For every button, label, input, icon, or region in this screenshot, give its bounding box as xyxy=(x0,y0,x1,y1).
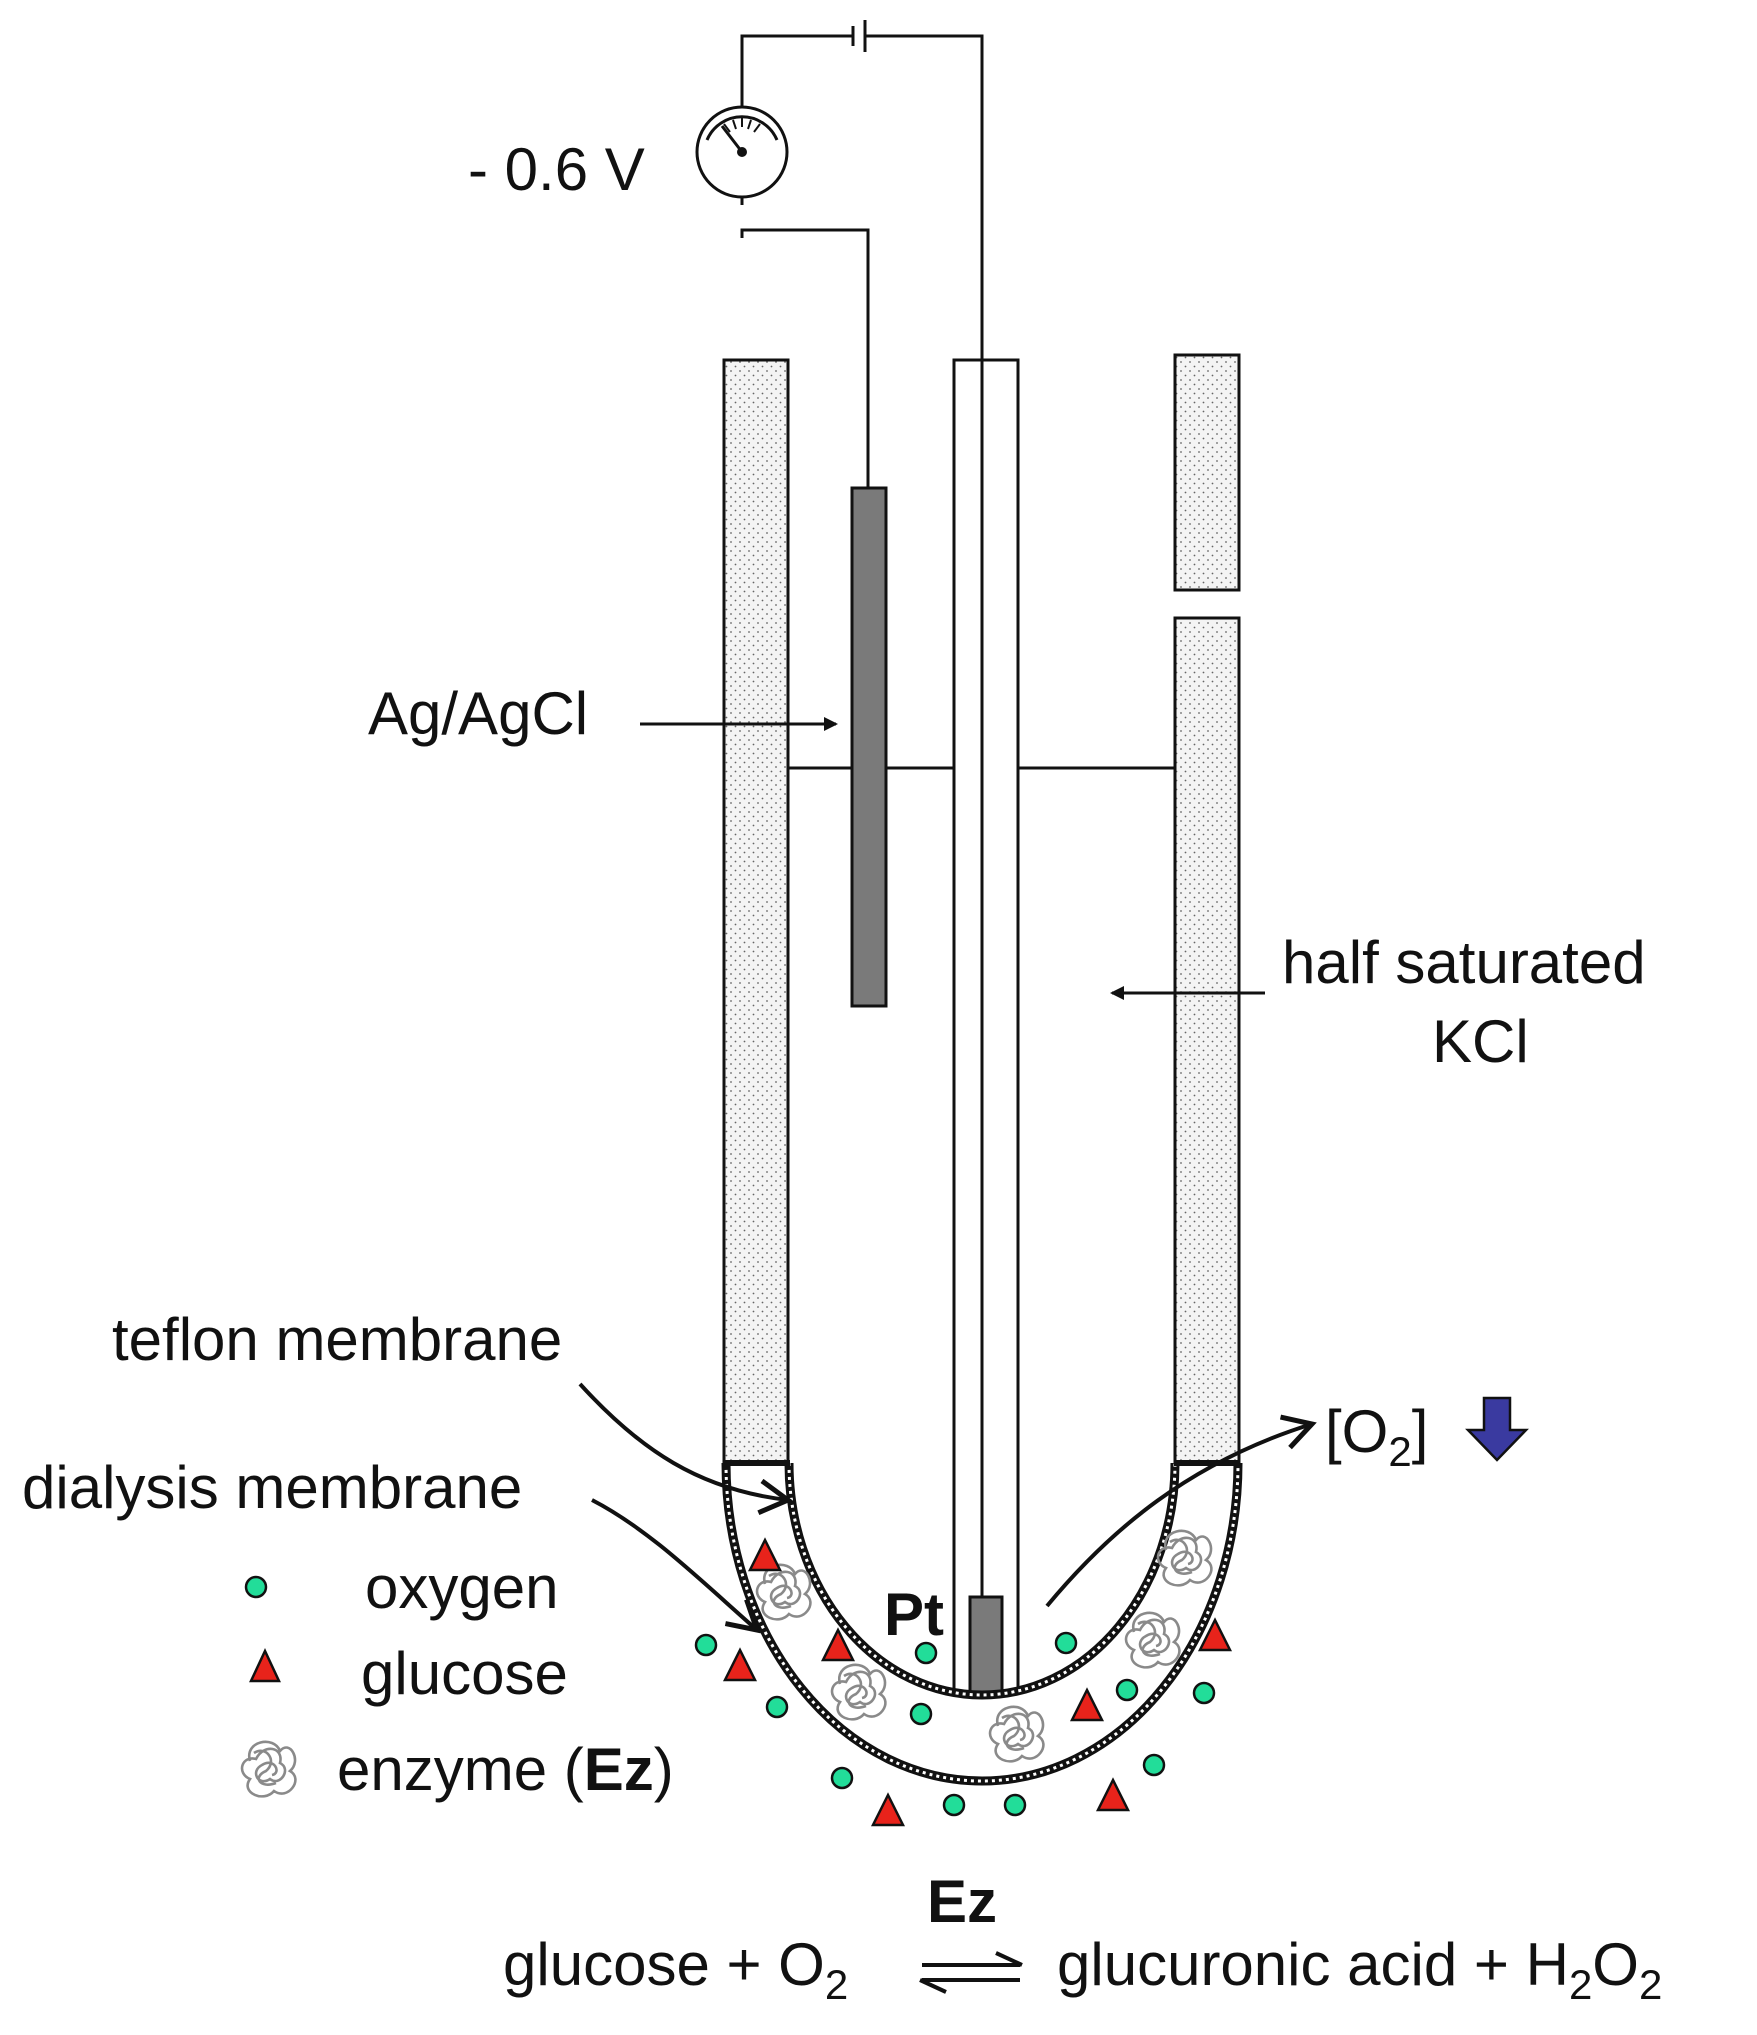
dialysis-membrane-pointer xyxy=(591,1498,761,1634)
reaction-catalyst-label: Ez xyxy=(927,1868,997,1935)
outer-tube-right-wall-lower xyxy=(1173,616,1241,1465)
equilibrium-arrows-icon xyxy=(919,1951,1023,1994)
teflon-membrane-label: teflon membrane xyxy=(112,1306,562,1373)
glucose-molecules xyxy=(722,1537,1233,1827)
voltage-label: - 0.6 V xyxy=(468,136,645,203)
reference-electrode-label: Ag/AgCl xyxy=(368,680,588,747)
reaction-left-side: glucose + O2 xyxy=(503,1931,848,2008)
legend-glucose-swatch xyxy=(249,1648,281,1683)
down-arrow-icon xyxy=(1465,1396,1529,1462)
working-electrode-label: Pt xyxy=(884,1581,944,1648)
oxygen-diffusion-arrow xyxy=(1045,1414,1317,1608)
voltmeter-icon xyxy=(695,105,789,199)
legend-oxygen-swatch xyxy=(244,1575,268,1599)
outer-tube-left-wall xyxy=(722,358,790,1465)
legend-glucose-label: glucose xyxy=(361,1640,568,1707)
electrolyte-label-line2: KCl xyxy=(1432,1008,1529,1075)
pt-working-electrode xyxy=(968,1595,1004,1697)
legend-enzyme-swatch xyxy=(240,1740,297,1798)
electrolyte-label-line1: half saturated xyxy=(1282,929,1646,996)
enzyme-layer xyxy=(726,1463,1238,1781)
reaction-right-side: glucuronic acid + H2O2 xyxy=(1057,1931,1662,2008)
battery-symbol xyxy=(851,20,867,52)
legend: oxygen glucose enzyme (Ez) xyxy=(240,1554,674,1803)
teflon-membrane xyxy=(784,1462,1180,1700)
legend-enzyme-label: enzyme (Ez) xyxy=(337,1736,674,1803)
legend-oxygen-label: oxygen xyxy=(365,1554,558,1621)
teflon-membrane-pointer xyxy=(578,1382,794,1516)
inner-glass-tube xyxy=(952,358,1020,1697)
outer-tube-right-wall-upper xyxy=(1173,353,1241,592)
oxygen-molecules xyxy=(694,1631,1216,1817)
dialysis-membrane-label: dialysis membrane xyxy=(22,1454,522,1521)
ag-agcl-reference-electrode xyxy=(850,486,888,1008)
oxygen-concentration-label: [O2] xyxy=(1325,1398,1428,1475)
